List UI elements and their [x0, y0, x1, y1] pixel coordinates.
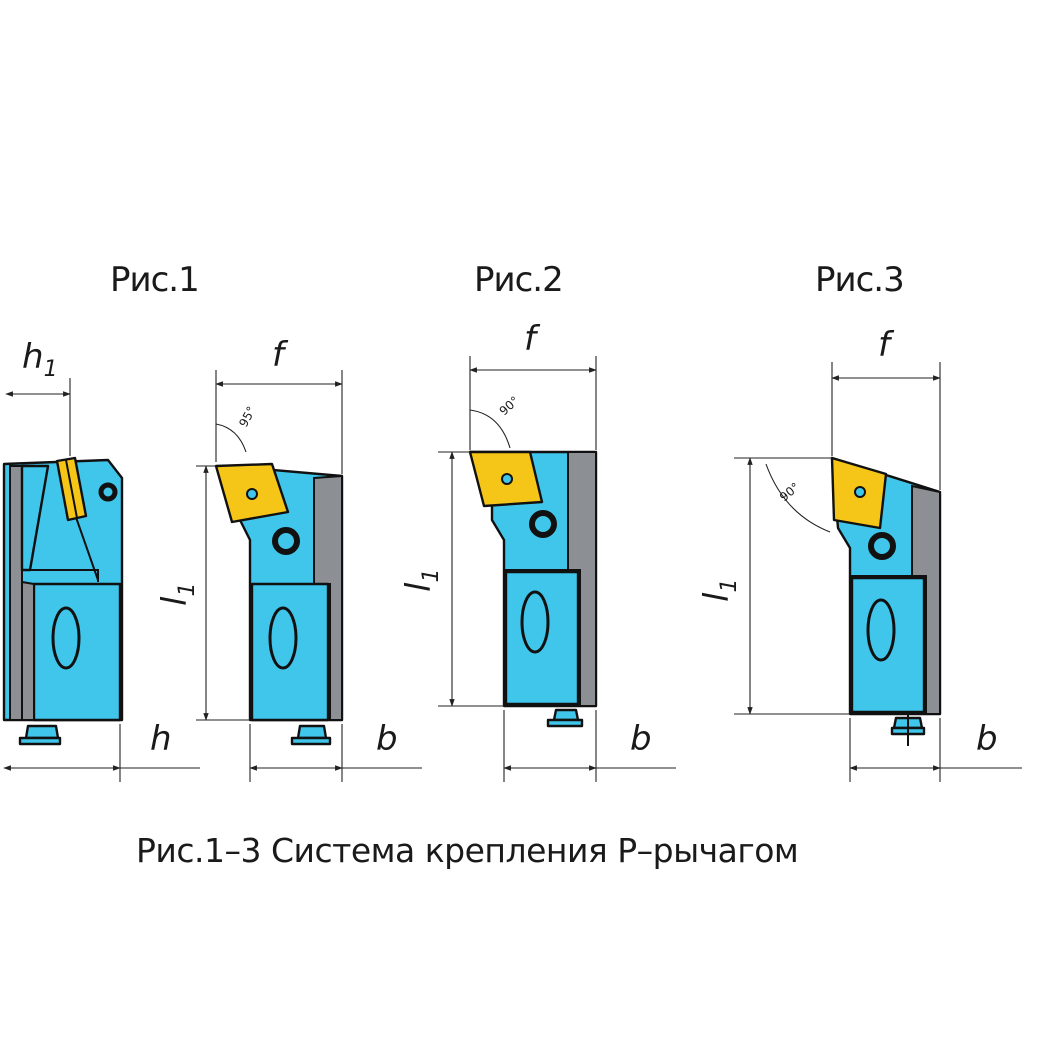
figure-3-title: Рис.3 — [815, 260, 904, 300]
fig2-dim-l1-label: l1 — [399, 569, 444, 592]
fig1-angle-label: 95° — [236, 404, 258, 429]
fig1-dim-b-label: b — [376, 719, 398, 759]
fig1-dim-f-label: f — [272, 335, 289, 375]
figure-1-top-view — [196, 370, 422, 782]
dim-h-label: h — [150, 719, 172, 759]
figure-3-view — [734, 362, 1022, 782]
fig3-angle-label: 90° — [777, 480, 802, 504]
dim-h1-label: h1 — [22, 337, 58, 382]
fig2-angle-label: 90° — [497, 394, 522, 419]
fig3-dim-l1-label: l1 — [697, 579, 742, 602]
fig2-dim-f-label: f — [524, 319, 541, 359]
figure-1-side-view — [2, 378, 200, 782]
figure-1-title: Рис.1 — [110, 260, 199, 300]
fig3-dim-f-label: f — [878, 325, 895, 365]
fig2-dim-b-label: b — [630, 719, 652, 759]
fig1-dim-l1-label: l1 — [155, 583, 200, 606]
fig3-dim-b-label: b — [976, 719, 998, 759]
figure-2-view — [438, 356, 676, 782]
figure-2-title: Рис.2 — [474, 260, 563, 300]
main-caption: Рис.1–3 Система крепления Р–рычагом — [136, 831, 798, 870]
